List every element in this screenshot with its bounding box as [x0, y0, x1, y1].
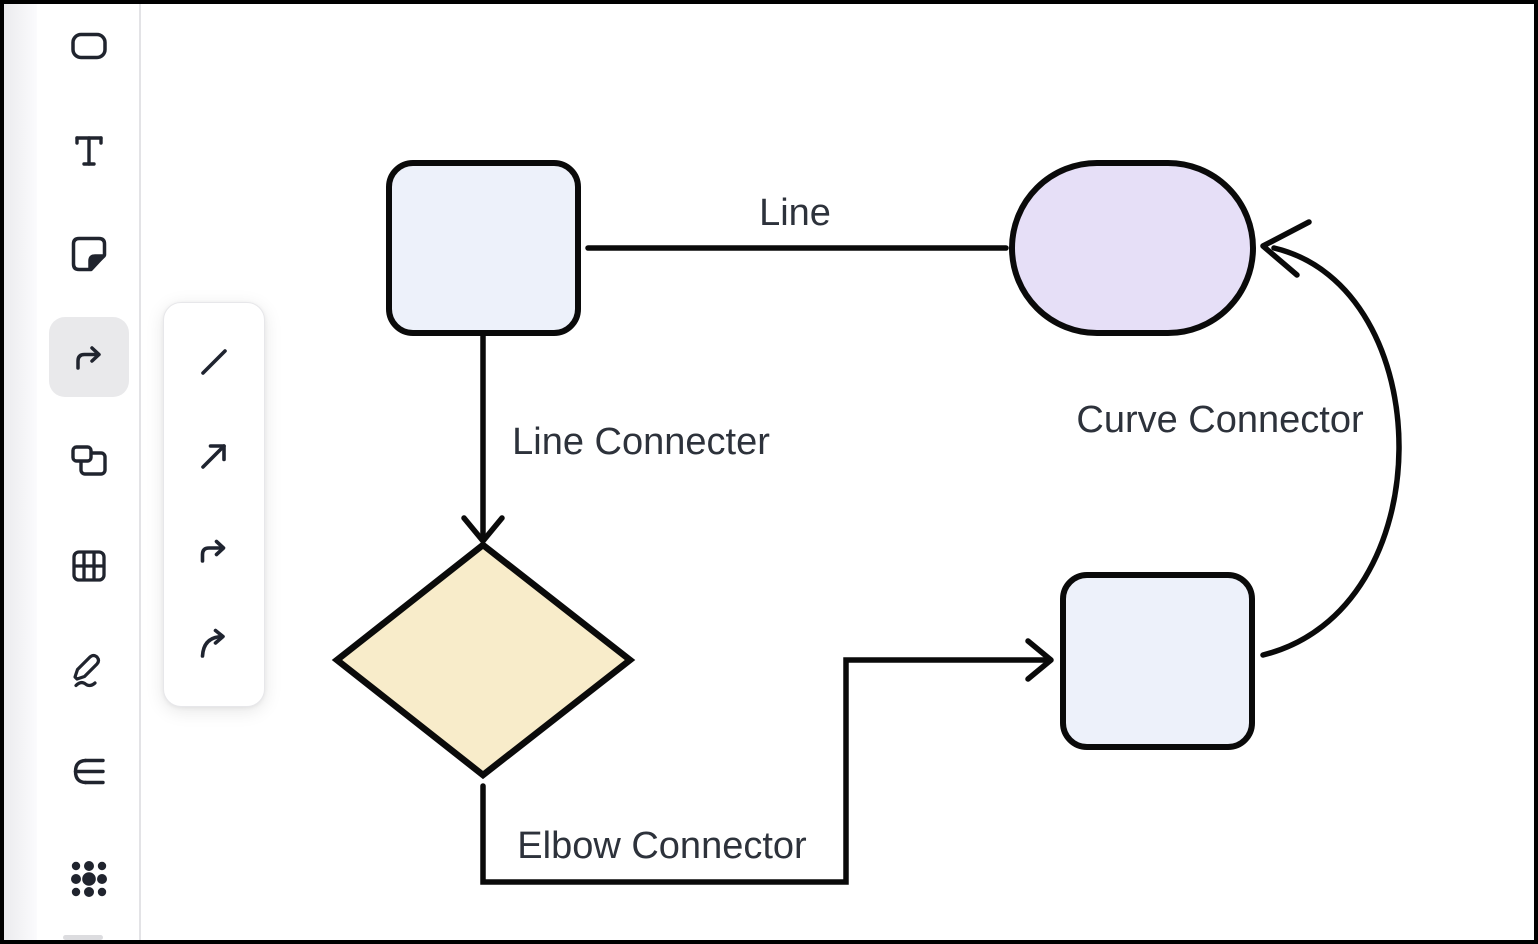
- flyout-option-straight-line[interactable]: [181, 331, 247, 397]
- sticky-note-icon: [69, 234, 109, 274]
- diagram-layer: [331, 160, 1402, 885]
- tool-connector-button[interactable]: [49, 317, 129, 397]
- tool-sticky-note-button[interactable]: [49, 214, 129, 294]
- shape-oval-top-right[interactable]: [1009, 160, 1256, 336]
- mind-map-icon: [69, 754, 109, 794]
- tool-shape-button[interactable]: [49, 6, 129, 86]
- sidebar-bottom-divider: [63, 935, 103, 940]
- connector-type-flyout: [163, 302, 265, 707]
- tool-frame-button[interactable]: [49, 422, 129, 502]
- curve-arrow-icon: [194, 624, 234, 667]
- text-icon: [69, 131, 109, 171]
- left-gutter: [4, 4, 37, 940]
- pen-draw-icon: [69, 651, 109, 691]
- label-curve-connector[interactable]: Curve Connector: [1076, 399, 1364, 442]
- rounded-rect-shape-icon: [69, 26, 109, 66]
- tool-text-button[interactable]: [49, 111, 129, 191]
- frames-icon: [69, 442, 109, 482]
- flyout-option-straight-arrow[interactable]: [181, 425, 247, 491]
- label-line-connector[interactable]: Line Connecter: [512, 421, 770, 464]
- table-icon: [69, 546, 109, 586]
- tool-draw-button[interactable]: [49, 631, 129, 711]
- straight-line-icon: [194, 342, 234, 385]
- apps-dots-icon: [69, 859, 109, 899]
- line-connector-vertical[interactable]: [461, 332, 505, 544]
- elbow-connector[interactable]: [480, 638, 1054, 885]
- flyout-option-elbow-connector[interactable]: [181, 518, 247, 584]
- diagonal-arrow-icon: [194, 436, 234, 479]
- connectors-group: [461, 219, 1402, 885]
- elbow-connector-icon: [69, 337, 109, 377]
- label-line[interactable]: Line: [759, 192, 831, 235]
- elbow-arrow-icon: [194, 530, 234, 573]
- shape-square-top-left[interactable]: [386, 160, 581, 336]
- label-elbow-connector[interactable]: Elbow Connector: [517, 825, 807, 868]
- tool-mind-map-button[interactable]: [49, 734, 129, 814]
- shape-square-bottom-right[interactable]: [1060, 572, 1255, 750]
- curve-connector[interactable]: [1260, 219, 1402, 658]
- whiteboard-canvas[interactable]: Line Line Connecter Curve Connector Elbo…: [141, 4, 1534, 940]
- tools-sidebar: [37, 4, 141, 940]
- shape-diamond[interactable]: [331, 540, 636, 780]
- tool-table-button[interactable]: [49, 526, 129, 606]
- tool-apps-button[interactable]: [49, 839, 129, 919]
- flyout-option-curve-connector[interactable]: [181, 612, 247, 678]
